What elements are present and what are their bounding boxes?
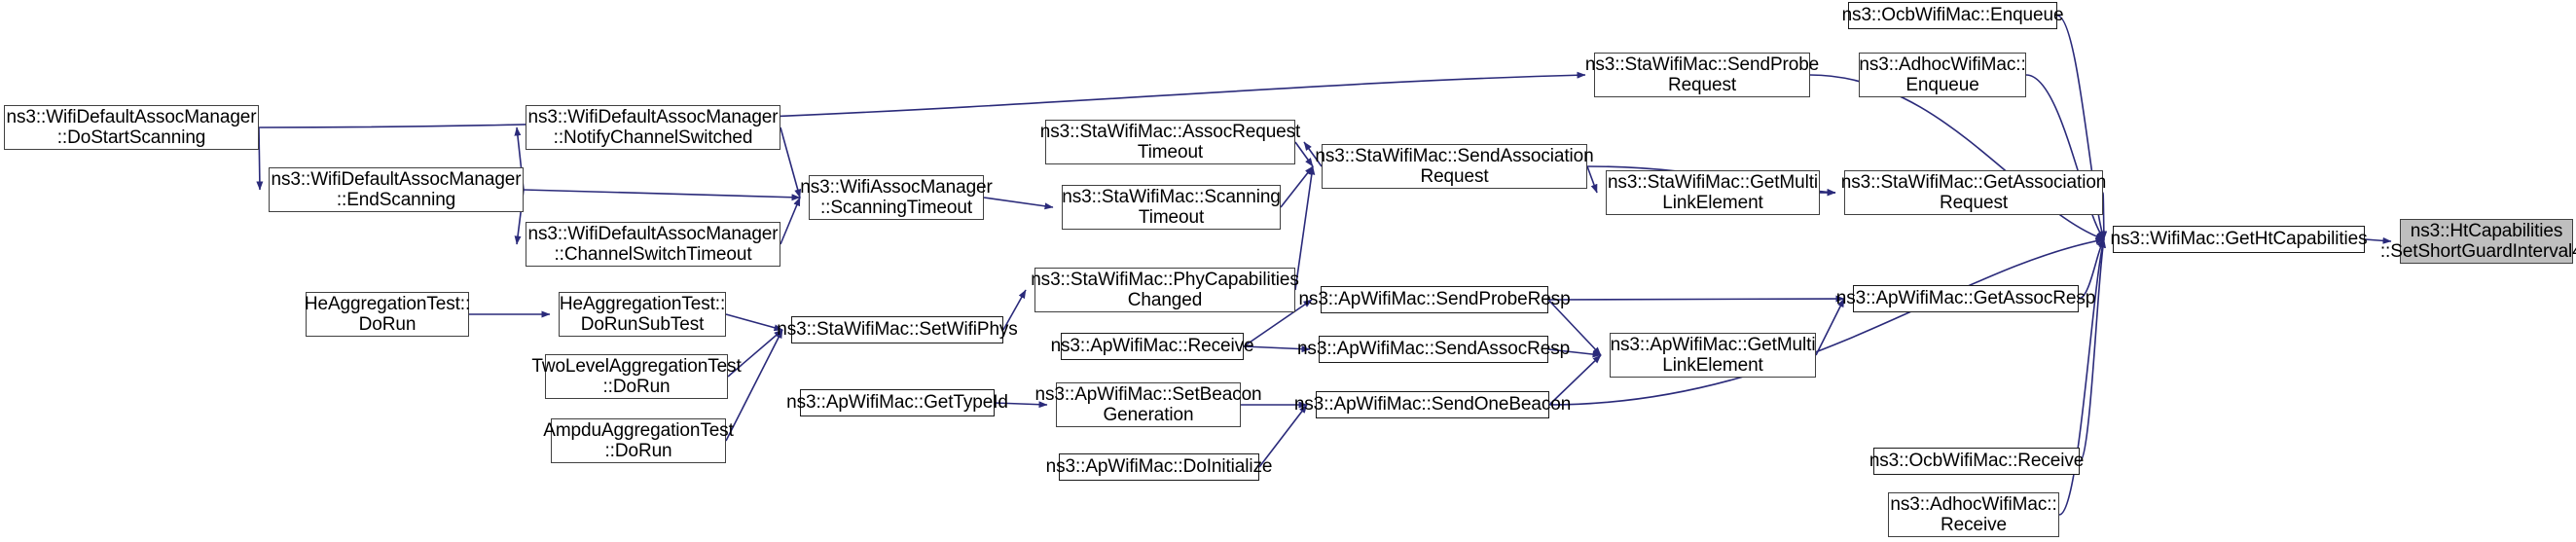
graph-node[interactable]: ns3::AdhocWifiMac:: Enqueue	[1859, 53, 2026, 97]
graph-edge	[1548, 237, 2105, 406]
graph-node[interactable]: ns3::StaWifiMac::GetMulti LinkElement	[1606, 170, 1820, 215]
graph-node-label: ns3::ApWifiMac::SendAssocResp	[1296, 339, 1571, 360]
graph-node-label: ns3::ApWifiMac::GetMulti LinkElement	[1610, 334, 1816, 376]
graph-node[interactable]: ns3::ApWifiMac::Receive	[1051, 333, 1254, 360]
graph-node[interactable]: ns3::ApWifiMac::DoInitialize	[1046, 453, 1272, 481]
graph-node-label: HeAggregationTest:: DoRun	[304, 293, 471, 335]
graph-node[interactable]: ns3::ApWifiMac::SetBeacon Generation	[1035, 382, 1262, 427]
graph-node[interactable]: ns3::StaWifiMac::GetAssociation Request	[1841, 170, 2106, 215]
graph-edge	[780, 126, 802, 199]
graph-node[interactable]: ns3::HtCapabilities ::SetShortGuardInter…	[2380, 219, 2576, 264]
graph-node-label: ns3::StaWifiMac::GetMulti LinkElement	[1607, 171, 1819, 213]
graph-node[interactable]: ns3::WifiDefaultAssocManager ::DoStartSc…	[4, 105, 259, 150]
graph-edge	[256, 126, 264, 191]
graph-node-label: ns3::ApWifiMac::GetTypeId	[786, 392, 1008, 414]
graph-node[interactable]: ns3::AdhocWifiMac:: Receive	[1888, 492, 2059, 537]
graph-node-label: ns3::StaWifiMac::GetAssociation Request	[1840, 171, 2107, 213]
graph-edge	[725, 313, 783, 332]
graph-node[interactable]: ns3::ApWifiMac::GetAssocResp	[1836, 285, 2095, 312]
graph-node-label: ns3::WifiDefaultAssocManager ::NotifyCha…	[527, 106, 779, 148]
graph-node[interactable]: ns3::OcbWifiMac::Enqueue	[1842, 2, 2064, 29]
graph-node-label: ns3::ApWifiMac::DoInitialize	[1045, 456, 1273, 478]
graph-edge	[523, 189, 801, 201]
graph-node-label: ns3::ApWifiMac::SendOneBeacon	[1293, 394, 1572, 416]
graph-node-label: ns3::StaWifiMac::AssocRequest Timeout	[1039, 121, 1301, 163]
graph-node-label: ns3::WifiDefaultAssocManager ::EndScanni…	[271, 168, 522, 210]
graph-node[interactable]: ns3::WifiAssocManager ::ScanningTimeout	[800, 175, 993, 220]
graph-node-label: ns3::StaWifiMac::SendAssociation Request	[1315, 145, 1594, 187]
graph-node[interactable]: ns3::WifiDefaultAssocManager ::ChannelSw…	[526, 222, 780, 267]
graph-node[interactable]: ns3::StaWifiMac::PhyCapabilities Changed	[1031, 268, 1299, 312]
graph-node-label: ns3::StaWifiMac::SendProbe Request	[1584, 54, 1820, 95]
graph-edge	[258, 71, 1586, 128]
graph-node-label: ns3::WifiDefaultAssocManager ::DoStartSc…	[6, 106, 257, 148]
graph-edge	[983, 197, 1054, 210]
graph-node-label: ns3::OcbWifiMac::Enqueue	[1841, 5, 2064, 26]
graph-node-label: ns3::ApWifiMac::GetAssocResp	[1835, 288, 2096, 309]
graph-node-label: ns3::ApWifiMac::Receive	[1050, 336, 1254, 357]
graph-node-label: ns3::ApWifiMac::SendProbeResp	[1298, 289, 1571, 310]
graph-node-label: ns3::WifiMac::GetHtCapabilities	[2110, 229, 2368, 250]
graph-node[interactable]: ns3::StaWifiMac::AssocRequest Timeout	[1040, 120, 1300, 164]
graph-node-label: ns3::OcbWifiMac::Receive	[1869, 451, 2085, 472]
graph-edge	[2079, 238, 2107, 462]
graph-node[interactable]: ns3::ApWifiMac::SendAssocResp	[1297, 336, 1570, 363]
graph-node-label: ns3::AdhocWifiMac:: Enqueue	[1859, 54, 2026, 95]
graph-node[interactable]: ns3::ApWifiMac::GetTypeId	[786, 389, 1008, 416]
graph-node[interactable]: ns3::ApWifiMac::GetMulti LinkElement	[1610, 333, 1816, 378]
graph-edge	[1547, 295, 1845, 303]
graph-node[interactable]: AmpduAggregationTest ::DoRun	[543, 418, 734, 463]
graph-edge	[780, 197, 801, 245]
graph-node[interactable]: HeAggregationTest:: DoRunSubTest	[559, 292, 726, 337]
graph-node[interactable]: ns3::StaWifiMac::SendProbe Request	[1585, 53, 1819, 97]
graph-node-label: ns3::StaWifiMac::PhyCapabilities Changed	[1031, 269, 1299, 310]
graph-node-label: AmpduAggregationTest ::DoRun	[543, 419, 734, 461]
graph-node-label: ns3::WifiAssocManager ::ScanningTimeout	[800, 176, 993, 218]
graph-node[interactable]: ns3::OcbWifiMac::Receive	[1869, 448, 2084, 475]
graph-node-label: ns3::StaWifiMac::SetWifiPhys	[777, 319, 1018, 341]
graph-node-label: ns3::AdhocWifiMac:: Receive	[1890, 493, 2057, 535]
graph-node[interactable]: ns3::ApWifiMac::SendProbeResp	[1298, 286, 1571, 313]
graph-node[interactable]: ns3::WifiDefaultAssocManager ::NotifyCha…	[526, 105, 780, 150]
graph-node[interactable]: ns3::StaWifiMac::SendAssociation Request	[1315, 144, 1594, 189]
graph-node[interactable]: TwoLevelAggregationTest ::DoRun	[531, 354, 742, 399]
graph-node[interactable]: HeAggregationTest:: DoRun	[304, 292, 471, 337]
graph-node[interactable]: ns3::StaWifiMac::SetWifiPhys	[777, 316, 1018, 343]
graph-node[interactable]: ns3::ApWifiMac::SendOneBeacon	[1294, 391, 1571, 418]
graph-node-label: HeAggregationTest:: DoRunSubTest	[559, 293, 726, 335]
graph-node[interactable]: ns3::WifiDefaultAssocManager ::EndScanni…	[269, 167, 524, 212]
graph-node-label: TwoLevelAggregationTest ::DoRun	[531, 355, 742, 397]
graph-node[interactable]: ns3::StaWifiMac::Scanning Timeout	[1062, 185, 1281, 230]
graph-node-label: ns3::ApWifiMac::SetBeacon Generation	[1034, 383, 1262, 425]
graph-node-label: ns3::StaWifiMac::Scanning Timeout	[1062, 186, 1281, 228]
graph-node-label: ns3::WifiDefaultAssocManager ::ChannelSw…	[527, 223, 779, 265]
graph-node[interactable]: ns3::WifiMac::GetHtCapabilities	[2110, 226, 2368, 253]
graph-edge	[1280, 165, 1314, 208]
graph-node-label: ns3::HtCapabilities ::SetShortGuardInter…	[2379, 220, 2576, 262]
